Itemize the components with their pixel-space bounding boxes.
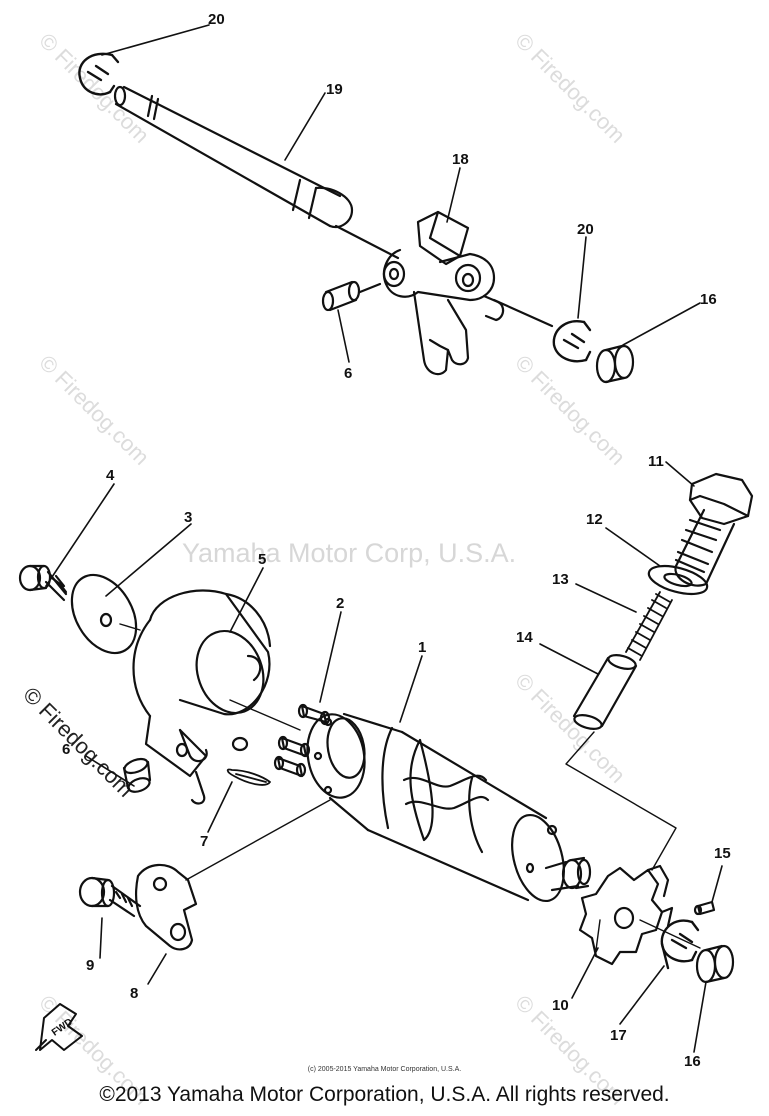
stopper-plate-part-8 bbox=[135, 863, 198, 951]
callout-20-top: 20 bbox=[208, 11, 225, 28]
washer-part-12 bbox=[647, 564, 709, 596]
watermark-center: Yamaha Motor Corp, U.S.A. bbox=[182, 538, 517, 568]
callout-13: 13 bbox=[552, 571, 569, 588]
copyright-notice: ©2013 Yamaha Motor Corporation, U.S.A. A… bbox=[99, 1083, 670, 1106]
shift-drum-part-1 bbox=[306, 712, 592, 903]
callout-5: 5 bbox=[258, 551, 267, 568]
guide-lines bbox=[119, 623, 701, 951]
callout-16-lower: 16 bbox=[684, 1053, 701, 1070]
pins-part-2 bbox=[273, 703, 331, 778]
circlip-part-20-right bbox=[552, 320, 592, 363]
leader-lines-lower bbox=[45, 461, 723, 1053]
screw-part-9 bbox=[78, 876, 142, 918]
callout-14: 14 bbox=[516, 629, 533, 646]
callout-6-lower: 6 bbox=[62, 741, 71, 758]
callout-2: 2 bbox=[336, 595, 345, 612]
callout-19: 19 bbox=[326, 81, 343, 98]
spring-part-13 bbox=[625, 591, 673, 661]
callout-12: 12 bbox=[586, 511, 603, 528]
callout-16-upper: 16 bbox=[700, 291, 717, 308]
callout-1: 1 bbox=[418, 639, 427, 656]
callout-17: 17 bbox=[610, 1027, 627, 1044]
cotter-pin-part-7 bbox=[226, 768, 271, 786]
callout-4: 4 bbox=[106, 467, 115, 484]
fwd-arrow-icon bbox=[35, 1003, 83, 1051]
callout-9: 9 bbox=[86, 957, 95, 974]
cap-part-16-lower bbox=[695, 944, 735, 984]
callout-10: 10 bbox=[552, 997, 569, 1014]
shift-cam-segment-part-5 bbox=[132, 589, 272, 805]
cap-part-16-upper bbox=[595, 344, 635, 384]
callout-20-right: 20 bbox=[577, 221, 594, 238]
circlip-part-17 bbox=[660, 919, 700, 970]
screw-part-4 bbox=[18, 564, 68, 602]
callout-11: 11 bbox=[648, 453, 664, 470]
dowel-pin-part-6-upper bbox=[321, 280, 382, 312]
callout-8: 8 bbox=[130, 985, 139, 1002]
callout-18: 18 bbox=[452, 151, 469, 168]
callout-6-upper: 6 bbox=[344, 365, 353, 382]
dowel-pin-part-6-lower bbox=[122, 757, 152, 793]
pin-part-14 bbox=[572, 654, 638, 730]
callout-3: 3 bbox=[184, 509, 193, 526]
leader-lines-upper bbox=[101, 24, 701, 363]
bolt-part-11 bbox=[674, 472, 754, 587]
pin-part-15 bbox=[693, 900, 716, 916]
fine-print-copyright: (c) 2005-2015 Yamaha Motor Corporation, … bbox=[307, 1066, 462, 1073]
shift-fork-part-18 bbox=[382, 210, 554, 376]
callout-15: 15 bbox=[714, 845, 731, 862]
callout-7: 7 bbox=[200, 833, 209, 850]
star-cam-part-10 bbox=[578, 864, 674, 966]
shift-fork-shaft-part-19 bbox=[113, 85, 400, 260]
circlip-part-20 bbox=[78, 52, 120, 96]
washer-part-3 bbox=[70, 573, 138, 655]
